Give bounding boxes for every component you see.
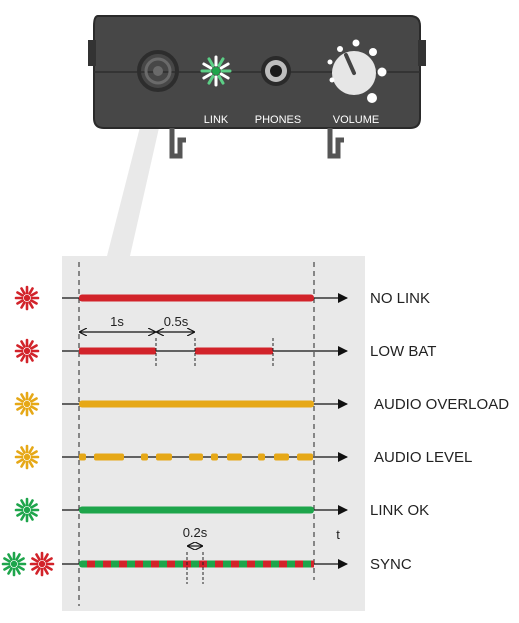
one-second-annotation: 1s (80, 314, 157, 366)
svg-text:0.2s: 0.2s (183, 525, 208, 540)
row-label-low-bat: LOW BAT (370, 343, 436, 360)
volume-knob[interactable] (327, 39, 387, 104)
row-label-audio-level: AUDIO LEVEL (374, 449, 472, 466)
link-label: LINK (204, 114, 229, 126)
row-no-link: NO LINK (14, 285, 430, 311)
green-led-icon (14, 497, 40, 523)
red-led-icon (29, 551, 55, 577)
callout-wedge (107, 88, 168, 256)
receiver-device: LINK PHONES VOLUME (88, 15, 426, 159)
signal-pattern (79, 347, 273, 355)
timing-panel (62, 256, 365, 611)
phones-label[interactable]: PHONES (255, 114, 301, 126)
yellow-led-icon (14, 444, 40, 470)
link-led-icon (200, 55, 232, 87)
svg-text:1s: 1s (110, 314, 124, 329)
volume-label: VOLUME (333, 114, 379, 126)
row-label-link-ok: LINK OK (370, 502, 429, 519)
signal-pattern (79, 294, 314, 302)
row-link-ok: LINK OK (14, 497, 429, 523)
time-axis-label: t (336, 527, 340, 542)
row-label-audio-overload: AUDIO OVERLOAD (374, 396, 509, 413)
row-label-sync: SYNC (370, 556, 412, 573)
row-audio-overload: AUDIO OVERLOAD (14, 391, 509, 417)
signal-pattern (79, 506, 314, 514)
signal-pattern (79, 560, 314, 568)
row-low-bat: LOW BAT (14, 338, 436, 364)
fifth-second-annotation: 0.2s (183, 525, 208, 584)
green-led-icon (1, 551, 27, 577)
svg-text:0.5s: 0.5s (164, 314, 189, 329)
row-label-no-link: NO LINK (370, 290, 430, 307)
antenna-connector-icon (137, 50, 179, 92)
half-second-annotation: 0.5s (157, 314, 274, 366)
signal-pattern (79, 453, 313, 461)
red-led-icon (14, 285, 40, 311)
row-audio-level: AUDIO LEVEL (14, 444, 472, 470)
yellow-led-icon (14, 391, 40, 417)
headphone-jack-icon (261, 56, 291, 86)
red-led-icon (14, 338, 40, 364)
signal-pattern (79, 400, 314, 408)
